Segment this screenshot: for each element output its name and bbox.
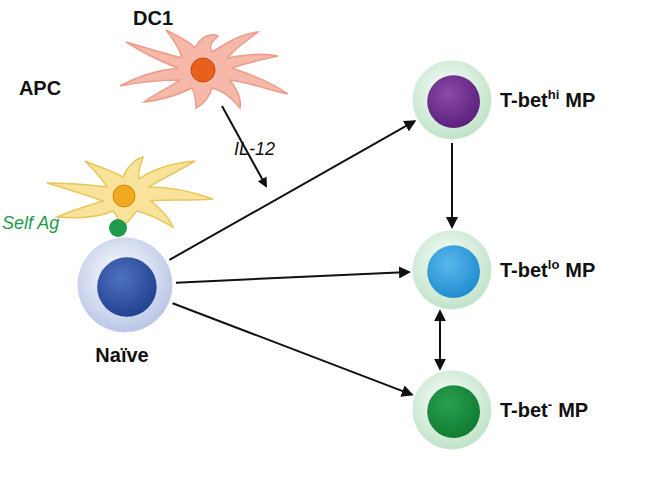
cell-label-text: T-bet — [500, 399, 548, 421]
memory-cell: T-bet-MP — [412, 370, 492, 450]
differentiation-arrow — [451, 143, 453, 227]
antigen-presenting-cell-shape — [45, 155, 215, 245]
cell-label-text: MP — [558, 399, 588, 421]
differentiation-arrow — [169, 121, 414, 260]
cell-label-text: T-bet — [500, 259, 548, 281]
cell-label: APC — [19, 77, 61, 99]
cell-label-text: hi — [548, 87, 560, 102]
cell-label-text: lo — [548, 257, 560, 272]
memory-cell-shape — [412, 230, 492, 310]
memory-cell: T-betloMP — [412, 230, 492, 310]
antigen-label: Self Ag — [2, 214, 59, 234]
cell-label-text: Naïve — [95, 344, 148, 366]
memory-cell: T-bethiMP — [412, 60, 492, 140]
naive-t-cell-shape — [77, 237, 173, 333]
dendritic-cell: DC1 — [100, 30, 290, 110]
cell-label: DC1 — [133, 7, 173, 29]
cell-label-text: T-bet — [500, 89, 548, 111]
cell-label-text: - — [548, 397, 552, 412]
antigen-presenting-cell: APC — [45, 155, 215, 245]
differentiation-arrow — [439, 311, 441, 369]
memory-cell-shape — [412, 60, 492, 140]
cell-label-text: DC1 — [133, 7, 173, 29]
cell-label: Naïve — [95, 344, 148, 366]
cell-label: T-bethi MP — [500, 89, 595, 111]
differentiation-arrow — [173, 303, 412, 394]
differentiation-arrow — [439, 311, 441, 369]
cell-label-text: APC — [19, 77, 61, 99]
self-antigen — [109, 219, 127, 237]
cell-label-text: MP — [565, 259, 595, 281]
cytokine-label: IL-12 — [234, 140, 275, 160]
differentiation-arrow — [176, 272, 409, 283]
dendritic-cell-shape — [100, 30, 290, 110]
cell-label-text: MP — [565, 89, 595, 111]
cell-label: T-betlo MP — [500, 259, 595, 281]
naive-t-cell: Naïve — [77, 237, 173, 333]
memory-cell-shape — [412, 370, 492, 450]
cell-label: T-bet-MP — [500, 399, 588, 421]
